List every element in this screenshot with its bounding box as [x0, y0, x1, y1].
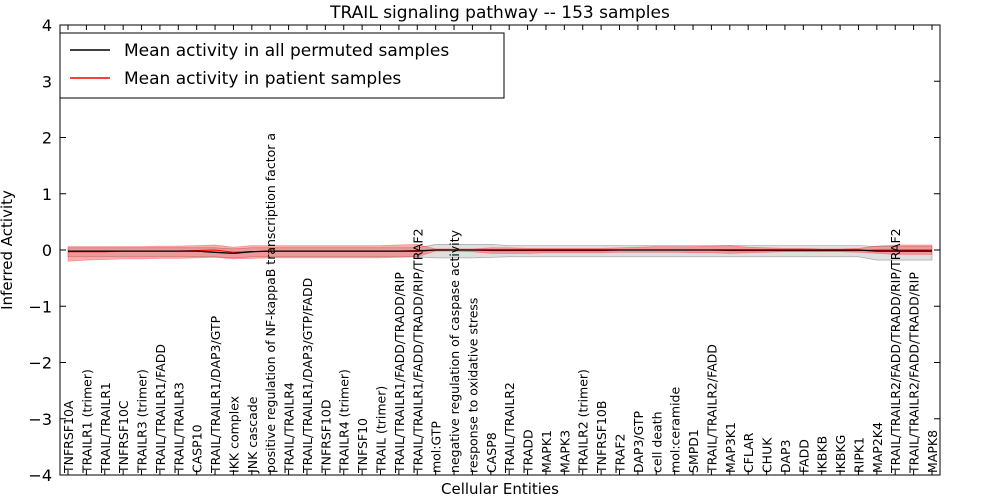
- x-tick-label: TRAILR4 (trimer): [337, 369, 352, 474]
- y-tick-label: 4: [42, 16, 52, 35]
- x-axis-label: Cellular Entities: [441, 480, 559, 498]
- x-tick-label: IKK complex: [226, 396, 241, 473]
- chart-title: TRAIL signaling pathway -- 153 samples: [329, 3, 670, 23]
- x-tick-label: MAPK1: [539, 430, 554, 473]
- x-tick-label: TNFRSF10B: [594, 401, 609, 474]
- y-tick-label: 2: [42, 129, 52, 148]
- x-tick-label: mol:ceramide: [668, 387, 683, 473]
- y-axis-label: Inferred Activity: [0, 190, 16, 310]
- y-axis: 4 3 2 1 0 −1 −2 −3 −4: [28, 16, 940, 485]
- x-tick-label: RIPK1: [852, 437, 867, 473]
- x-tick-label: TNFRSF10D: [318, 400, 333, 475]
- x-tick-label: CHUK: [760, 437, 775, 473]
- y-tick-label: −3: [28, 410, 52, 429]
- x-tick-label: TRAILR1 (trimer): [79, 369, 94, 474]
- y-tick-label: −4: [28, 466, 52, 485]
- x-tick-label: IKBKG: [833, 435, 848, 473]
- series-line-0: [68, 249, 932, 255]
- legend: Mean activity in all permuted samples Me…: [59, 32, 505, 99]
- x-tick-label: MAPK8: [925, 430, 940, 473]
- x-tick-label: TRAIL/TRAILR1/FADD/TRADD/RIP/TRAF2: [410, 228, 425, 474]
- y-tick-label: −2: [28, 354, 52, 373]
- x-tick-label: TRAIL (trimer): [374, 386, 389, 474]
- plot-area: [67, 244, 933, 262]
- x-tick-label: TRAIL/TRAILR2/FADD: [704, 344, 719, 474]
- x-tick-label: DAP3/GTP: [631, 410, 646, 473]
- x-tick-label: TRADD: [521, 429, 536, 474]
- x-tick-label: JNK cascade: [245, 396, 260, 474]
- x-tick-label: TRAIL/TRAILR4: [282, 382, 297, 474]
- x-tick-label: response to oxidative stress: [465, 298, 480, 473]
- x-tick-label: TRAF2: [613, 433, 628, 474]
- y-tick-label: −1: [28, 297, 52, 316]
- x-tick-label: TRAIL/TRAILR1/FADD/TRADD/RIP: [392, 272, 407, 474]
- y-tick-label: 1: [42, 185, 52, 204]
- legend-box: [59, 32, 505, 99]
- x-tick-label: MAP3K1: [723, 422, 738, 473]
- x-tick-label: TRAIL/TRAILR2: [502, 382, 517, 474]
- x-tick-label: CASP8: [484, 432, 499, 473]
- x-tick-label: TRAILR3 (trimer): [135, 369, 150, 474]
- x-tick-label: DAP3: [778, 440, 793, 473]
- x-tick-label: CASP10: [190, 424, 205, 473]
- x-tick-label: cell death: [649, 411, 664, 473]
- x-tick-label: MAPK3: [557, 430, 572, 473]
- x-tick-label: TRAIL/TRAILR3: [171, 382, 186, 474]
- x-tick-label: MAP2K4: [870, 422, 885, 473]
- x-tick-label: TRAIL/TRAILR1/FADD: [153, 344, 168, 474]
- x-tick-label: TNFRSF10A: [61, 400, 76, 474]
- x-tick-label: TRAIL/TRAILR2/FADD/TRADD/RIP/TRAF2: [888, 228, 903, 474]
- y-tick-label: 0: [42, 241, 52, 260]
- x-tick-label: TRAIL/TRAILR1: [98, 382, 113, 474]
- x-tick-label: mol:GTP: [429, 421, 444, 473]
- y-tick-label: 3: [42, 72, 52, 91]
- x-tick-label: TNFSF10: [355, 418, 370, 474]
- x-tick-label: IKBKB: [815, 436, 830, 473]
- x-tick-label: CFLAR: [741, 432, 756, 473]
- legend-label-permuted: Mean activity in all permuted samples: [124, 41, 449, 61]
- x-tick-label: TRAILR2 (trimer): [576, 369, 591, 474]
- x-tick-label: FADD: [796, 439, 811, 473]
- x-tick-label: positive regulation of NF-kappaB transcr…: [263, 133, 278, 473]
- series-band-1: [67, 244, 933, 262]
- x-tick-label: TNFRSF10C: [116, 400, 131, 474]
- series-band-0: [67, 244, 933, 261]
- x-tick-label: SMPD1: [686, 429, 701, 473]
- x-tick-label: TRAIL/TRAILR2/FADD/TRADD/RIP: [907, 272, 922, 474]
- x-tick-label: negative regulation of caspase activity: [447, 229, 462, 473]
- legend-label-patient: Mean activity in patient samples: [124, 69, 401, 89]
- x-tick-label: TRAIL/TRAILR1/DAP3/GTP/FADD: [300, 278, 315, 474]
- x-tick-label: TRAIL/TRAILR1/DAP3/GTP: [208, 315, 223, 474]
